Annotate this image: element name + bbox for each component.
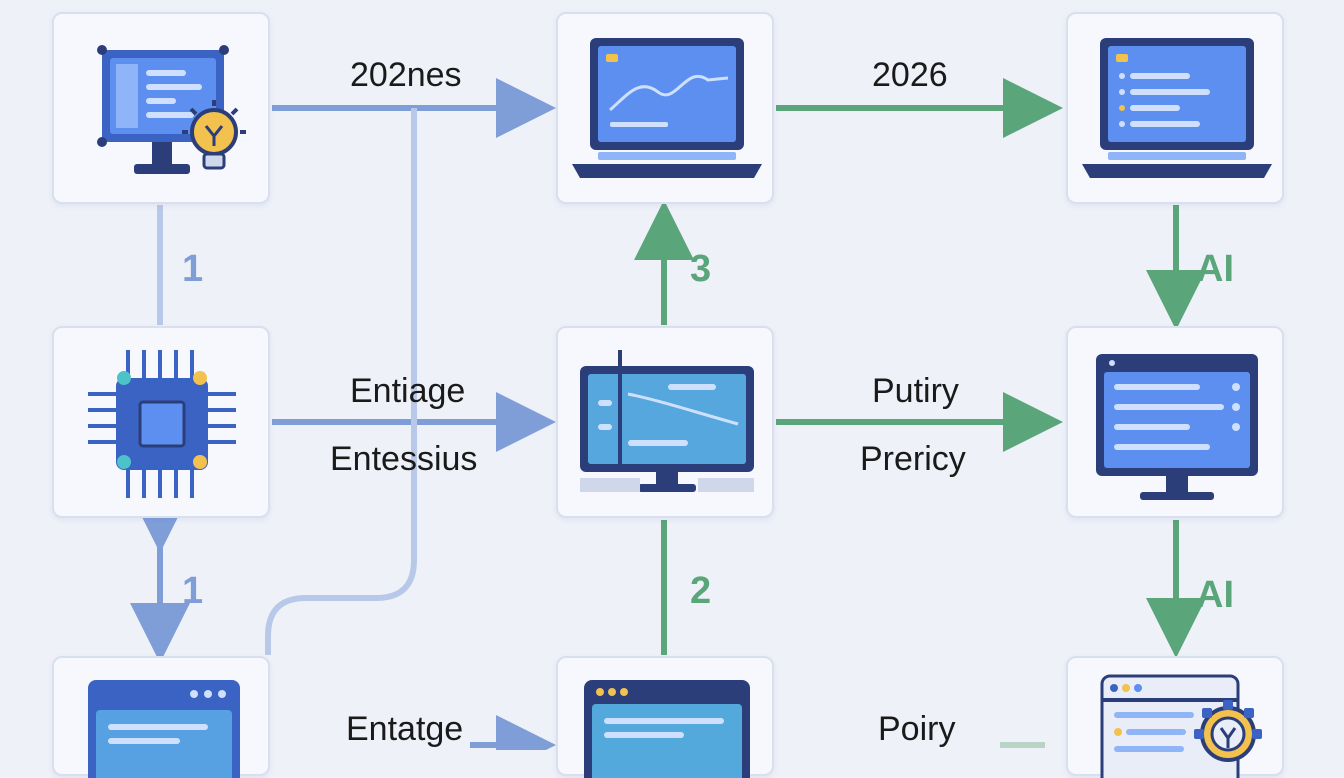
- monitor-list-icon: [1096, 354, 1258, 500]
- edge-label-top-right: 2026: [872, 56, 948, 94]
- node-settings-window: [1066, 656, 1284, 778]
- edge-label-mid-right-1: Putiry: [872, 372, 959, 410]
- step-label-left-lower: 1: [182, 570, 204, 612]
- connectors: [130, 78, 1206, 750]
- laptop-list-icon: [1082, 38, 1272, 178]
- browser-window-icon: [584, 680, 750, 778]
- edge-label-bottom-right: Poiry: [878, 710, 956, 748]
- node-dashboard-lightbulb: [52, 12, 270, 204]
- monitor-lightbulb-icon: [97, 45, 246, 174]
- node-list-monitor: [1066, 326, 1284, 518]
- diagram-stage: 202nes 2026 Entiage Entessius Putiry Pre…: [52, 12, 1284, 778]
- browser-window-icon: [88, 680, 240, 778]
- chip-icon: [88, 350, 236, 498]
- node-analytics-laptop: [556, 12, 774, 204]
- step-label-right-lower: AI: [1196, 574, 1234, 616]
- step-label-center-lower: 2: [690, 570, 712, 612]
- node-list-laptop: [1066, 12, 1284, 204]
- step-label-right-upper: AI: [1196, 248, 1234, 290]
- edge-label-mid-left-2: Entessius: [330, 440, 478, 478]
- edge-label-mid-left-1: Entiage: [350, 372, 466, 410]
- window-gear-icon: [1100, 674, 1262, 778]
- edge-label-bottom-left: Entatge: [346, 710, 464, 748]
- edge-lane-connector: [265, 108, 417, 655]
- node-browser-window: [52, 656, 270, 778]
- node-chart-monitor: [556, 326, 774, 518]
- laptop-chart-icon: [572, 38, 762, 178]
- node-ai-chip: [52, 326, 270, 518]
- edge-label-mid-right-2: Prericy: [860, 440, 966, 478]
- node-browser-center: [556, 656, 774, 778]
- step-label-center-upper: 3: [690, 248, 712, 290]
- monitor-chart-icon: [580, 350, 754, 492]
- step-label-left-upper: 1: [182, 248, 204, 290]
- edge-label-top-left: 202nes: [350, 56, 462, 94]
